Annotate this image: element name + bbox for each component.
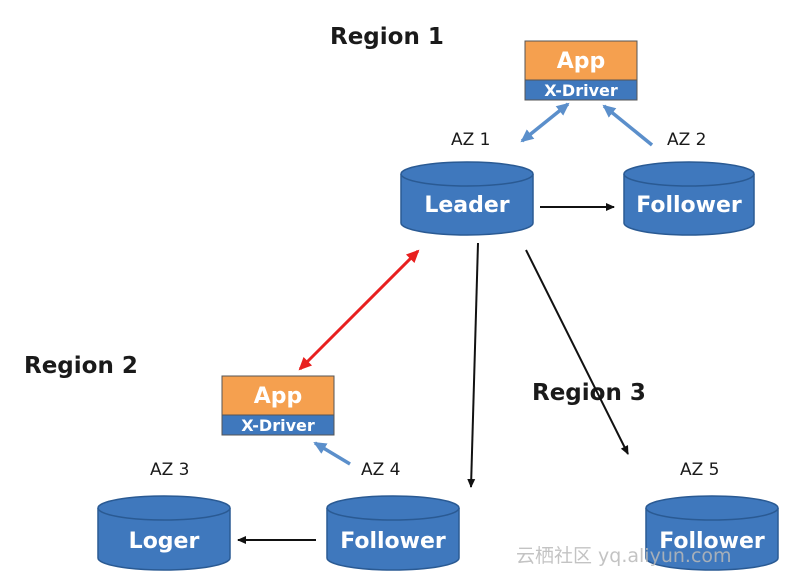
follower-az4-to-app2-arrow <box>313 441 351 466</box>
app-block <box>524 40 638 81</box>
follower-label: Follower <box>636 193 742 218</box>
app-box-region-1: App X-Driver <box>524 40 638 101</box>
x-driver-block <box>524 79 638 101</box>
x-driver-block <box>221 414 335 436</box>
loger-db: Loger <box>97 495 231 571</box>
app-label: App <box>557 49 606 74</box>
az-5-label: AZ 5 <box>680 460 720 480</box>
app-block <box>221 375 335 416</box>
app-label: App <box>254 384 303 409</box>
az-1-label: AZ 1 <box>451 130 491 150</box>
follower-db-az5: Follower <box>645 495 779 571</box>
az-3-label: AZ 3 <box>150 460 190 480</box>
az-2-label: AZ 2 <box>667 130 707 150</box>
app1-leader-arrow <box>520 102 570 143</box>
follower-label: Follower <box>340 529 446 554</box>
x-driver-label: X-Driver <box>241 416 315 435</box>
region-3-label: Region 3 <box>532 380 646 406</box>
az-4-label: AZ 4 <box>361 460 401 480</box>
leader-to-follower-az5-arrow <box>525 249 629 455</box>
follower-label: Follower <box>659 529 765 554</box>
region-1-label: Region 1 <box>330 24 444 50</box>
leader-db: Leader <box>400 161 534 236</box>
app-box-region-2: App X-Driver <box>221 375 335 436</box>
follower-az2-to-app1-arrow <box>602 104 654 147</box>
follower-db-az4: Follower <box>326 495 460 571</box>
loger-label: Loger <box>129 529 200 554</box>
app2-leader-cross-region-arrow <box>298 249 420 371</box>
leader-to-follower-az4-arrow <box>467 242 479 488</box>
x-driver-label: X-Driver <box>544 81 618 100</box>
leader-label: Leader <box>424 193 509 218</box>
watermark: 云栖社区 yq.aliyun.com <box>516 545 732 567</box>
region-2-label: Region 2 <box>24 353 138 379</box>
follower-db-az2: Follower <box>623 161 755 236</box>
